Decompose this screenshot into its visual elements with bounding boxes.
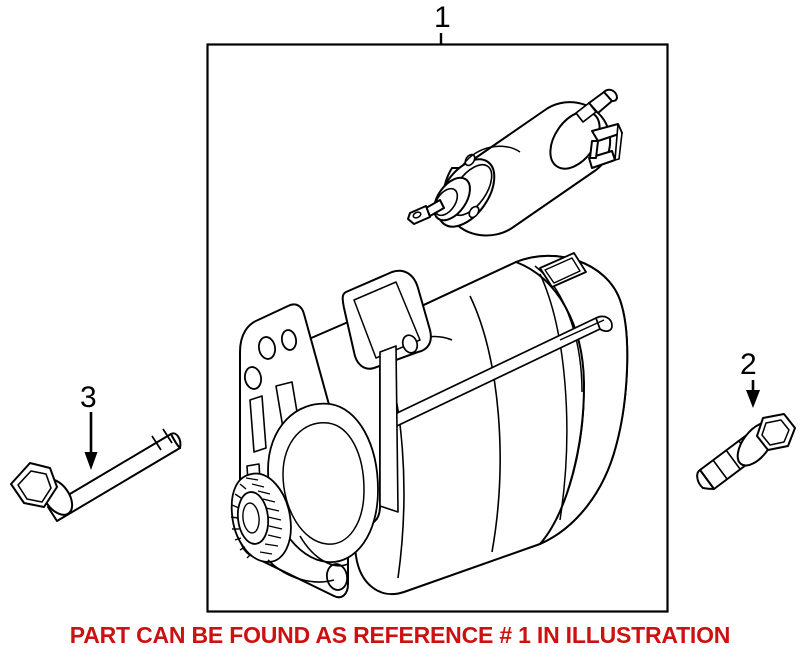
pinion-gear-hub-center — [242, 502, 260, 534]
bolt-3-thread-line-1 — [162, 428, 173, 444]
pinion-gear-tooth-lines — [245, 477, 283, 555]
solenoid-lever-hole — [412, 211, 422, 219]
pinion-gear — [230, 472, 292, 563]
housing-lower-shoulder — [267, 559, 335, 583]
motor-tie-rod-highlight — [559, 319, 605, 341]
callout-2-leader-arrow — [746, 380, 760, 408]
housing-top-boss-hole — [401, 334, 419, 354]
callout-3-number: 3 — [80, 381, 97, 414]
pinion-gear-tooth-notches — [230, 483, 252, 559]
bolt-3-thread-line-2 — [151, 435, 162, 451]
housing-motor-joint-band — [379, 345, 399, 513]
callout-3-leader-arrow — [84, 412, 98, 470]
housing-boss-rib — [299, 535, 349, 567]
solenoid-body-contour — [462, 145, 521, 166]
flange-bolt-hole-2 — [280, 329, 298, 351]
flange-rib-slot-1 — [249, 395, 267, 453]
bolt-2-tip-cap — [696, 469, 715, 490]
solenoid-flange-hole-bottom — [468, 205, 480, 219]
solenoid-terminal-stud-2 — [575, 102, 597, 123]
bolt-2-hex-head-chamfer — [761, 419, 790, 446]
reference-footnote: PART CAN BE FOUND AS REFERENCE # 1 IN IL… — [69, 622, 731, 648]
part-2-hex-flange-bolt-short — [696, 413, 796, 490]
bolt-3-tip-cap — [170, 432, 182, 449]
motor-body-seam-long-3 — [539, 273, 568, 521]
bolt-2-thread-line-2 — [725, 449, 741, 470]
solenoid-terminal-stud-1-tip — [603, 88, 618, 102]
flange-bolt-hole-3 — [243, 366, 263, 390]
part-3-hex-flange-bolt-long — [10, 428, 182, 522]
motor-body-seam-long-2 — [469, 295, 501, 553]
motor-top-lug-inner — [544, 257, 581, 284]
callout-1-number: 1 — [434, 1, 451, 34]
flange-bolt-hole-4 — [325, 563, 349, 591]
solenoid-bracket-spine — [589, 140, 599, 159]
motor-tie-rod-end — [595, 315, 613, 332]
solenoid-bracket-edge — [614, 123, 623, 161]
part-1-solenoid — [407, 88, 623, 237]
bolt-3-hex-head-chamfer — [17, 470, 52, 503]
callout-2-number: 2 — [740, 348, 757, 381]
bolt-2-thread-line-1 — [712, 459, 728, 480]
flange-bolt-hole-1 — [257, 336, 277, 360]
part-1-starter-motor — [230, 252, 629, 599]
housing-boss-ring-inner — [282, 422, 365, 545]
